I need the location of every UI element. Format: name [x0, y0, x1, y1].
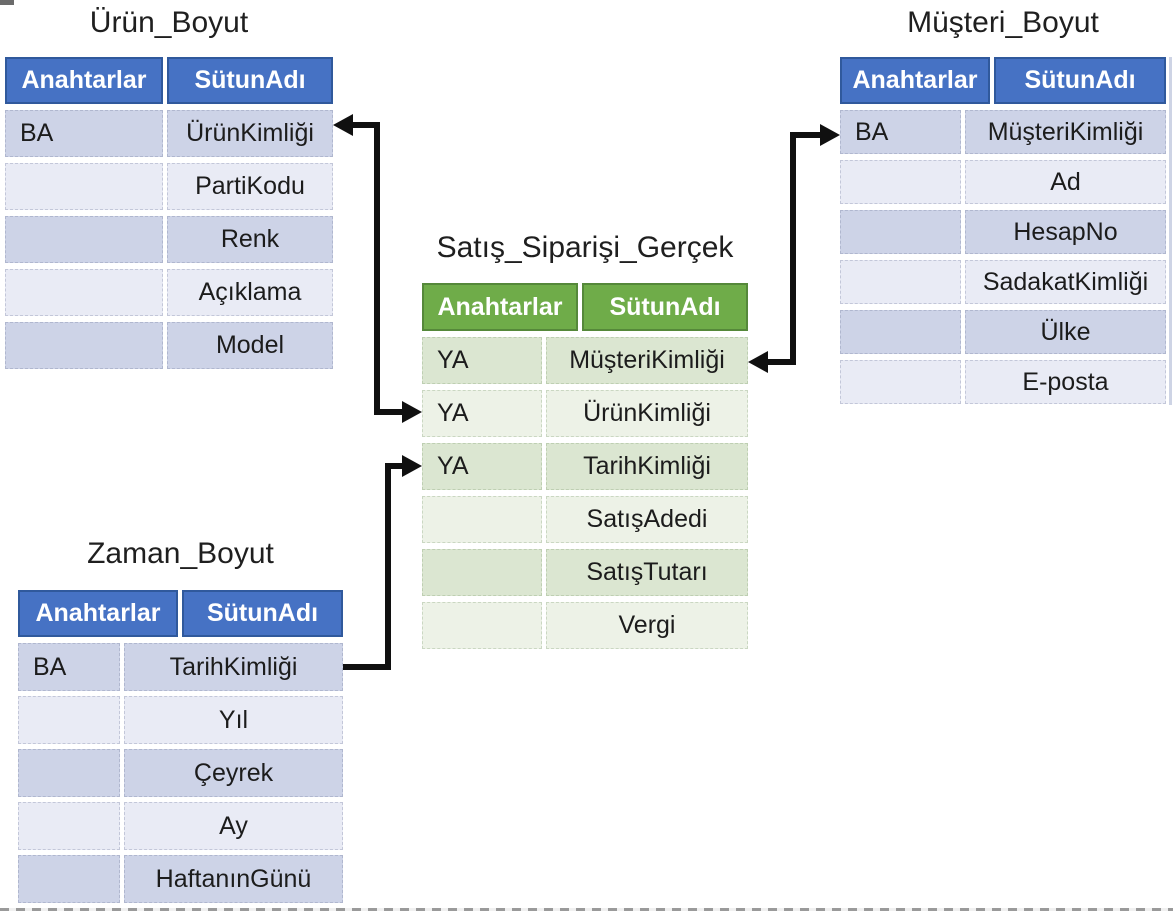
table-row: HesapNo: [840, 210, 1166, 254]
key-cell: [5, 322, 163, 369]
column-cell: Ay: [124, 802, 343, 850]
key-cell: [18, 802, 120, 850]
screenshot-bottom-edge: [0, 908, 1173, 911]
table-header-row: Anahtarlar SütunAdı: [5, 57, 333, 104]
key-cell: BA: [5, 110, 163, 157]
column-cell: ÜrünKimliği: [546, 390, 748, 437]
table-row: HaftanınGünü: [18, 855, 343, 903]
table-title-satis-siparisi-gercek: Satış_Siparişi_Gerçek: [436, 231, 734, 264]
key-cell: [422, 549, 542, 596]
key-cell: [5, 269, 163, 316]
column-cell: Ad: [965, 160, 1166, 204]
table-header-row: Anahtarlar SütunAdı: [18, 590, 343, 637]
column-cell: PartiKodu: [167, 163, 333, 210]
table-row: Ad: [840, 160, 1166, 204]
column-header-column: SütunAdı: [582, 283, 748, 331]
table-row: Çeyrek: [18, 749, 343, 797]
table-title-zaman-boyut: Zaman_Boyut: [87, 537, 274, 570]
table-row: BA MüşteriKimliği: [840, 110, 1166, 154]
table-row: Renk: [5, 216, 333, 263]
table-row: YA ÜrünKimliği: [422, 390, 748, 437]
key-cell: [840, 160, 961, 204]
table-title-urun-boyut: Ürün_Boyut: [89, 6, 249, 39]
table-row: E-posta: [840, 360, 1166, 404]
column-header-keys: Anahtarlar: [840, 57, 990, 104]
table-row: YA MüşteriKimliği: [422, 337, 748, 384]
key-cell: [840, 260, 961, 304]
table-row: Vergi: [422, 602, 748, 649]
key-cell: [5, 163, 163, 210]
table-row: BA ÜrünKimliği: [5, 110, 333, 157]
table-zaman-boyut: Anahtarlar SütunAdı BA TarihKimliği Yıl …: [18, 590, 343, 903]
key-cell: [840, 310, 961, 354]
key-cell: [840, 360, 961, 404]
arrowhead-right-icon: [402, 455, 422, 477]
column-cell: Model: [167, 322, 333, 369]
screenshot-edge-mark: [0, 0, 14, 5]
column-header-keys: Anahtarlar: [5, 57, 163, 104]
table-row: SadakatKimliği: [840, 260, 1166, 304]
column-cell: SatışTutarı: [546, 549, 748, 596]
column-cell: Ülke: [965, 310, 1166, 354]
table-row: YA TarihKimliği: [422, 443, 748, 490]
column-header-column: SütunAdı: [994, 57, 1166, 104]
table-header-row: Anahtarlar SütunAdı: [840, 57, 1166, 104]
table-satis-siparisi-gercek: Anahtarlar SütunAdı YA MüşteriKimliği YA…: [422, 283, 748, 649]
table-row: PartiKodu: [5, 163, 333, 210]
arrowhead-right-icon: [402, 401, 422, 423]
column-cell: HesapNo: [965, 210, 1166, 254]
arrowhead-right-icon: [820, 124, 840, 146]
table-row: Yıl: [18, 696, 343, 744]
column-cell: HaftanınGünü: [124, 855, 343, 903]
column-cell: Vergi: [546, 602, 748, 649]
column-header-keys: Anahtarlar: [422, 283, 578, 331]
relationship-arrow-musteri: [748, 124, 840, 373]
column-cell: E-posta: [965, 360, 1166, 404]
arrowhead-left-icon: [333, 114, 353, 136]
key-cell: [422, 496, 542, 543]
key-cell: [18, 696, 120, 744]
table-row: Açıklama: [5, 269, 333, 316]
column-cell: TarihKimliği: [124, 643, 343, 691]
key-cell: BA: [18, 643, 120, 691]
column-cell: MüşteriKimliği: [546, 337, 748, 384]
table-row: SatışTutarı: [422, 549, 748, 596]
key-cell: [422, 602, 542, 649]
arrowhead-left-icon: [748, 351, 768, 373]
key-cell: YA: [422, 390, 542, 437]
table-row: BA TarihKimliği: [18, 643, 343, 691]
key-cell: [18, 749, 120, 797]
table-musteri-boyut: Anahtarlar SütunAdı BA MüşteriKimliği Ad…: [840, 57, 1166, 404]
key-cell: [18, 855, 120, 903]
key-cell: YA: [422, 443, 542, 490]
key-cell: [5, 216, 163, 263]
column-cell: SadakatKimliği: [965, 260, 1166, 304]
column-cell: Çeyrek: [124, 749, 343, 797]
column-header-keys: Anahtarlar: [18, 590, 178, 637]
cropped-column-sliver: [1169, 57, 1172, 405]
key-cell: [840, 210, 961, 254]
table-row: Ay: [18, 802, 343, 850]
table-header-row: Anahtarlar SütunAdı: [422, 283, 748, 331]
table-urun-boyut: Anahtarlar SütunAdı BA ÜrünKimliği Parti…: [5, 57, 333, 369]
relationship-arrow-urun: [333, 114, 422, 423]
table-row: SatışAdedi: [422, 496, 748, 543]
column-cell: TarihKimliği: [546, 443, 748, 490]
relationship-arrow-zaman: [343, 455, 422, 670]
column-cell: Yıl: [124, 696, 343, 744]
column-cell: Açıklama: [167, 269, 333, 316]
table-title-musteri-boyut: Müşteri_Boyut: [907, 6, 1099, 39]
column-cell: SatışAdedi: [546, 496, 748, 543]
column-cell: MüşteriKimliği: [965, 110, 1166, 154]
column-cell: ÜrünKimliği: [167, 110, 333, 157]
column-header-column: SütunAdı: [182, 590, 343, 637]
table-row: Model: [5, 322, 333, 369]
table-row: Ülke: [840, 310, 1166, 354]
key-cell: BA: [840, 110, 961, 154]
column-cell: Renk: [167, 216, 333, 263]
key-cell: YA: [422, 337, 542, 384]
column-header-column: SütunAdı: [167, 57, 333, 104]
